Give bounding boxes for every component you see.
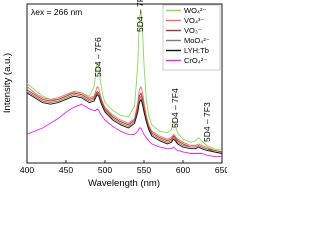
legend-box — [162, 4, 221, 71]
x-tick-label-5: 650 — [215, 165, 227, 175]
series-line-4 — [26, 92, 223, 154]
series-line-1 — [26, 86, 223, 153]
y-axis-label: Intensity (a.u.) — [2, 53, 13, 113]
x-tick-label-3: 550 — [137, 165, 151, 175]
legend-label-4: LYH:Tb — [184, 46, 209, 55]
x-tick-label-4: 600 — [176, 165, 190, 175]
x-axis-label: Wavelength (nm) — [88, 178, 160, 189]
x-tick-label-0: 400 — [20, 165, 34, 175]
emission-spectrum-chart: 400 450 500 550 600 650 λex = 266 nm 5D4 – 7F… — [2, 0, 227, 189]
legend-label-2: VO₃⁻ — [184, 26, 202, 35]
annotation-7f5: 5D4 – 7F5 — [135, 0, 145, 32]
annotation-7f6: 5D4 – 7F6 — [93, 37, 103, 77]
legend-label-5: CrO₄²⁻ — [184, 56, 207, 65]
x-tick-label-1: 450 — [59, 165, 73, 175]
series-layer — [26, 9, 223, 158]
x-tick-label-2: 500 — [98, 165, 112, 175]
series-line-5 — [26, 103, 222, 158]
x-axis-ticks: 400 450 500 550 600 650 — [20, 160, 227, 175]
legend-label-3: MoO₄²⁻ — [184, 36, 210, 45]
legend-label-1: VO₄³⁻ — [184, 16, 204, 25]
annotation-7f4: 5D4 – 7F4 — [170, 88, 180, 128]
legend-label-0: WO₄²⁻ — [184, 6, 206, 15]
series-line-3 — [26, 91, 223, 154]
annotation-7f3: 5D4 – 7F3 — [202, 102, 212, 142]
excitation-label: λex = 266 nm — [31, 7, 82, 17]
